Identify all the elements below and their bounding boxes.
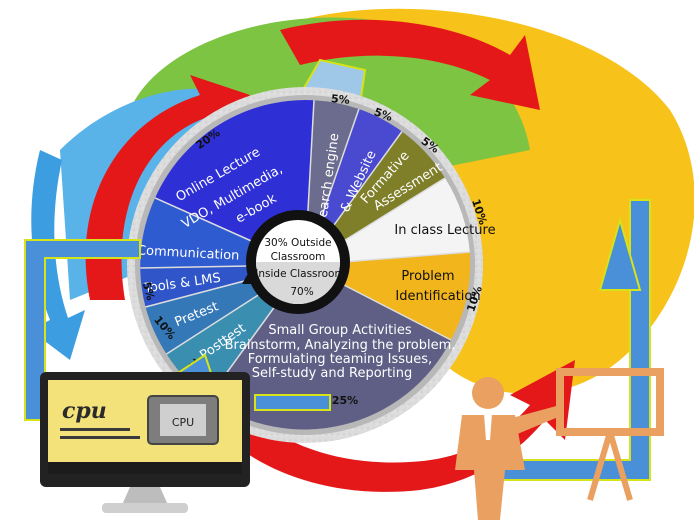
cpu-chip-icon: CPU	[147, 395, 219, 445]
bottom-blue-bar	[254, 394, 331, 411]
teacher-body	[455, 415, 525, 520]
hub-outside-line1: 30% Outside	[264, 237, 331, 249]
monitor-taskbar	[48, 462, 242, 474]
monitor-neck	[122, 487, 168, 505]
segment-small-group	[208, 265, 451, 430]
problem-line1: Problem	[401, 269, 454, 284]
teacher-arm	[505, 405, 563, 435]
cpu-chip-label: CPU	[172, 416, 194, 429]
pct-search-engine: 5%	[330, 92, 350, 107]
yellow-blob	[300, 8, 694, 394]
pct-small-group: 25%	[332, 394, 358, 407]
board-leg-left	[587, 431, 613, 501]
small-group-line2: Formulating teaming Issues,	[248, 352, 432, 367]
hub-inside-line1: Inside Classroom	[255, 268, 344, 280]
hub-outside-line2: Classroom	[271, 251, 326, 263]
communication-label: Communication	[137, 243, 240, 263]
in-class-lecture-label: In class Lecture	[394, 223, 495, 238]
learning-wheel: Online Lecture VDO, Multimedia, e-book S…	[127, 87, 496, 443]
hub-arrow	[242, 270, 258, 284]
small-group-line1: Brainstorm, Analyzing the problem,	[225, 338, 456, 353]
logo-caption-line1	[60, 428, 130, 431]
monitor-base	[102, 503, 188, 513]
teacher-tie	[484, 414, 492, 440]
hub-inside-shade	[256, 262, 340, 304]
logo-caption-line2	[60, 436, 140, 439]
small-group-title: Small Group Activities	[268, 323, 411, 338]
board-leg-right	[607, 431, 633, 501]
pct-website: 5%	[372, 105, 394, 124]
cpu-logo-text: cpu	[62, 398, 107, 424]
teacher-head	[472, 377, 504, 409]
red-arrow-top	[280, 19, 540, 110]
left-bracket	[24, 239, 141, 421]
blue-arrow-left	[30, 150, 85, 360]
problem-line2: Identification	[395, 289, 480, 304]
pct-tools-lms: 5%	[140, 280, 157, 301]
small-group-line3: Self-study and Reporting	[252, 366, 412, 381]
computer-monitor: cpu CPU	[40, 372, 250, 513]
right-up-arrow	[598, 216, 642, 291]
hub-inside-pct: 70%	[290, 286, 313, 298]
teacher-figure	[455, 368, 664, 520]
